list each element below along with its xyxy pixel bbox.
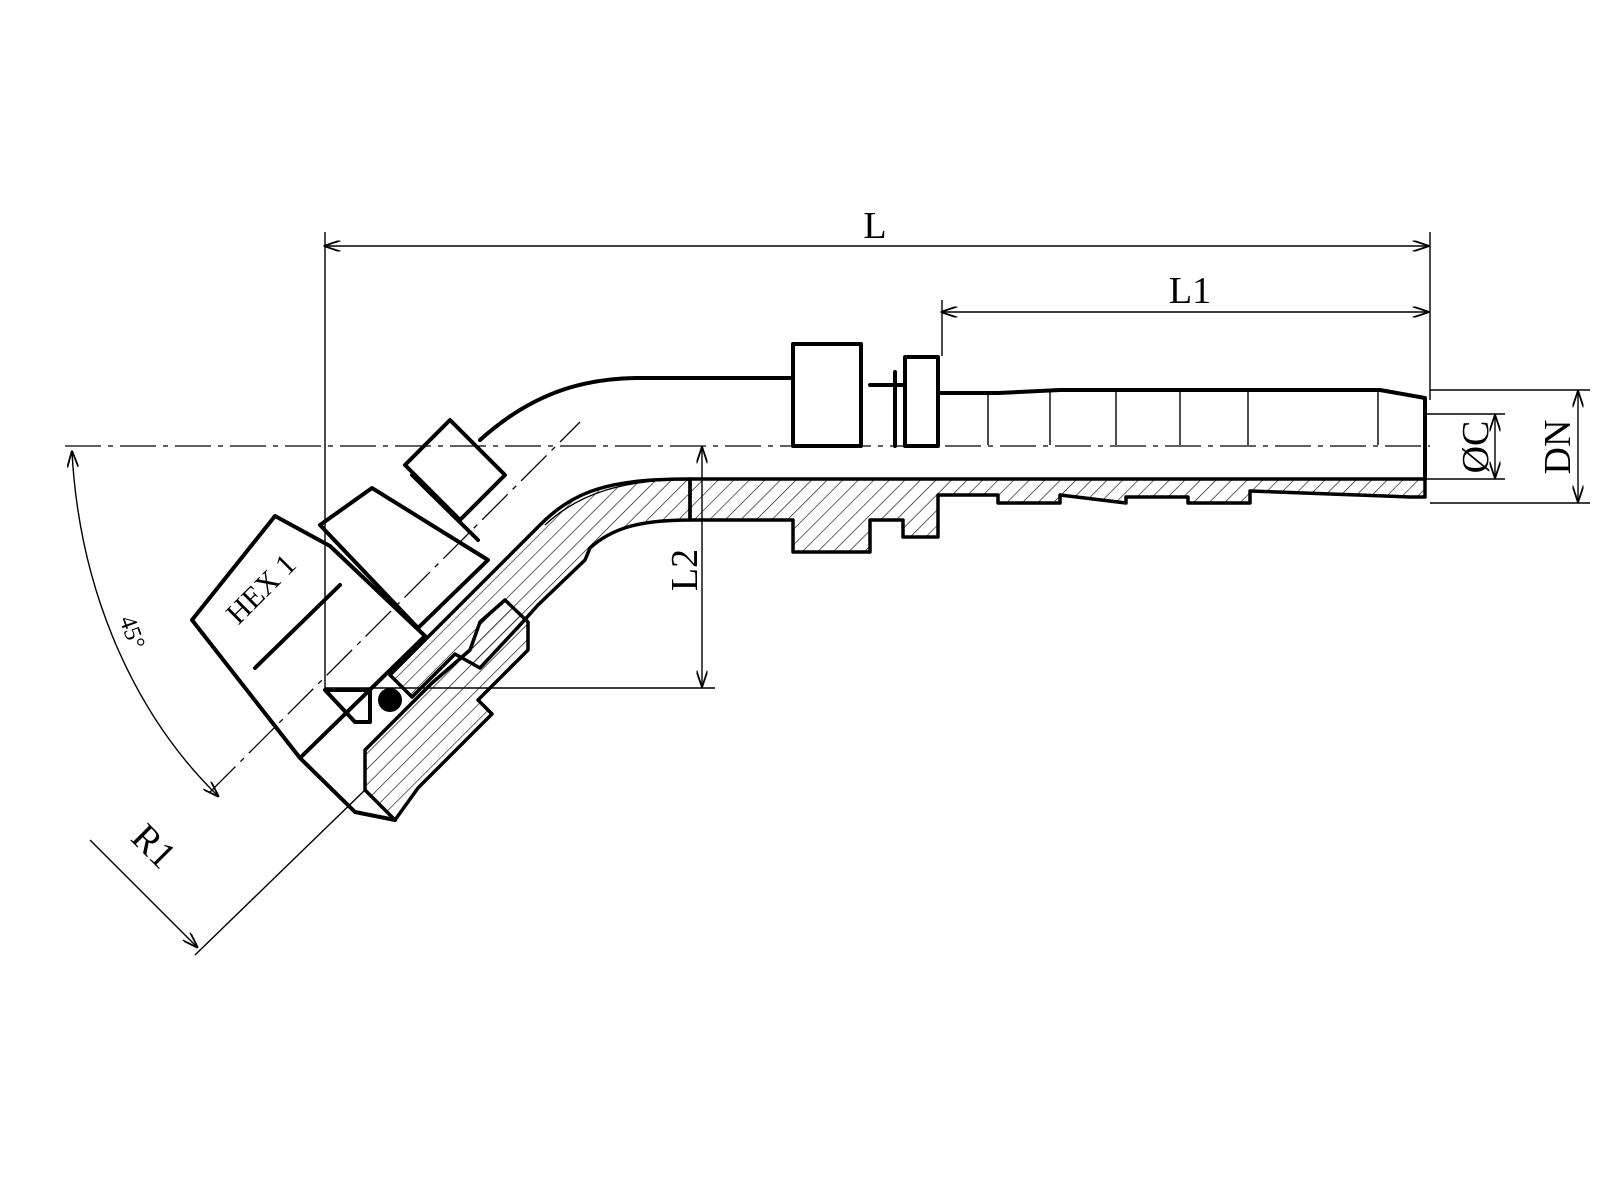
- flange: [903, 355, 940, 448]
- centerlines: [65, 421, 1430, 793]
- nut-seat: [323, 688, 372, 724]
- o-ring: [378, 688, 402, 712]
- angled-centerline: [209, 421, 581, 793]
- nut-face: [298, 756, 397, 822]
- label-hex: HEX 1: [220, 548, 303, 631]
- label-angle: 45°: [114, 612, 150, 652]
- sectioned-body: [363, 477, 1427, 822]
- label-L2: L2: [664, 549, 706, 591]
- collar: [791, 342, 863, 448]
- bore-line: [544, 478, 691, 526]
- label-DN: DN: [1537, 420, 1579, 475]
- swivel-ring: [403, 418, 507, 522]
- dim-arc-angle: [72, 452, 218, 796]
- elbow-section: [388, 477, 692, 699]
- label-C: ØC: [1455, 421, 1497, 474]
- dimensions: [72, 232, 1590, 956]
- fitting-outline: [190, 342, 1427, 822]
- label-R1: R1: [123, 816, 184, 877]
- label-L: L: [863, 205, 886, 247]
- dim-line-R1: [89, 839, 197, 947]
- hex-nut: [190, 514, 427, 760]
- body-section: [688, 477, 1427, 554]
- upper-tube: [478, 376, 792, 442]
- nut-hex-upper: [318, 486, 490, 630]
- barb-profile: [936, 383, 1427, 481]
- label-L1: L1: [1169, 270, 1211, 312]
